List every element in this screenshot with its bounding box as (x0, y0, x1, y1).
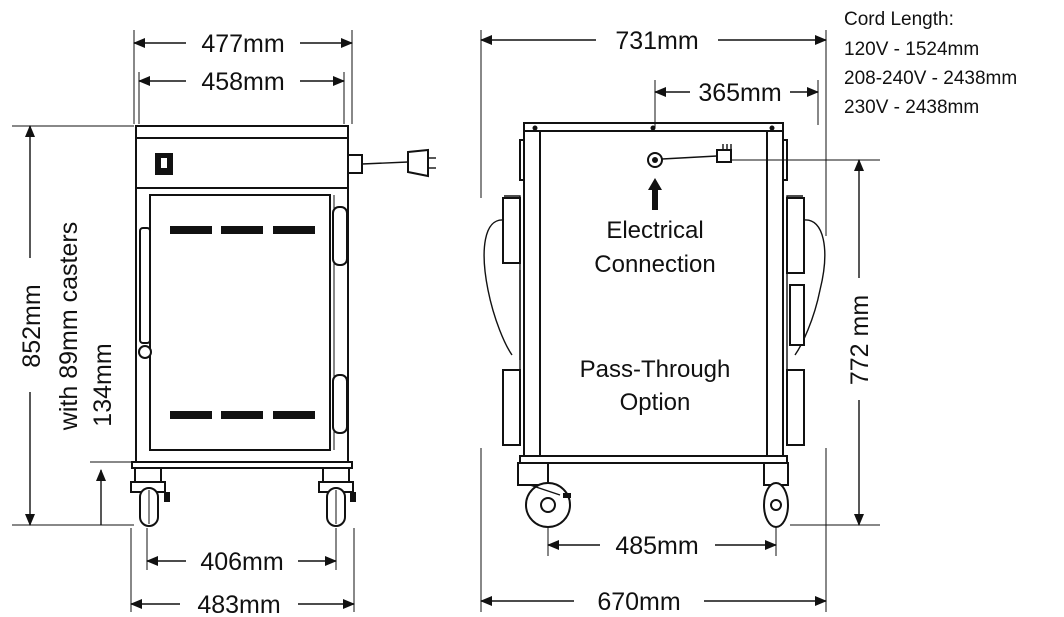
side-caster-right (763, 462, 789, 528)
front-caster-left (130, 467, 170, 527)
side-base-depth-label: 670mm (597, 588, 680, 616)
cord-length-line: 120V - 1524mm (844, 39, 979, 60)
front-dimension-lines (12, 30, 355, 612)
cord-length-line: 208-240V - 2438mm (844, 68, 1017, 89)
pass-through-label-line2: Option (620, 389, 691, 416)
electrical-connection-label-line2: Connection (594, 251, 715, 278)
front-view-cart (130, 125, 436, 527)
side-dimension-lines (480, 30, 880, 612)
front-height-label: 852mm (18, 284, 46, 367)
side-wheel-spacing-label: 485mm (615, 532, 698, 560)
side-depth-label: 731mm (615, 27, 698, 55)
cord-length-info: Cord Length: 120V - 1524mm 208-240V - 24… (844, 9, 1017, 118)
front-caster-height-label: 134mm (89, 343, 117, 426)
side-view-cart (483, 122, 826, 528)
front-caster-right (318, 467, 356, 527)
cord-length-title: Cord Length: (844, 9, 954, 30)
electrical-connection-label-line1: Electrical (606, 217, 703, 244)
side-connection-offset-label: 365mm (698, 79, 781, 107)
front-top-width-label: 477mm (201, 30, 284, 58)
pass-through-label-line1: Pass-Through (580, 356, 731, 383)
front-inner-width-label: 458mm (201, 68, 284, 96)
front-wheel-spacing-label: 406mm (200, 548, 283, 576)
side-caster-left (517, 462, 571, 528)
front-height-note: with 89mm casters (55, 222, 83, 431)
front-base-width-label: 483mm (197, 591, 280, 617)
side-body-height-label: 772 mm (846, 295, 874, 385)
cord-length-line: 230V - 2438mm (844, 97, 979, 118)
